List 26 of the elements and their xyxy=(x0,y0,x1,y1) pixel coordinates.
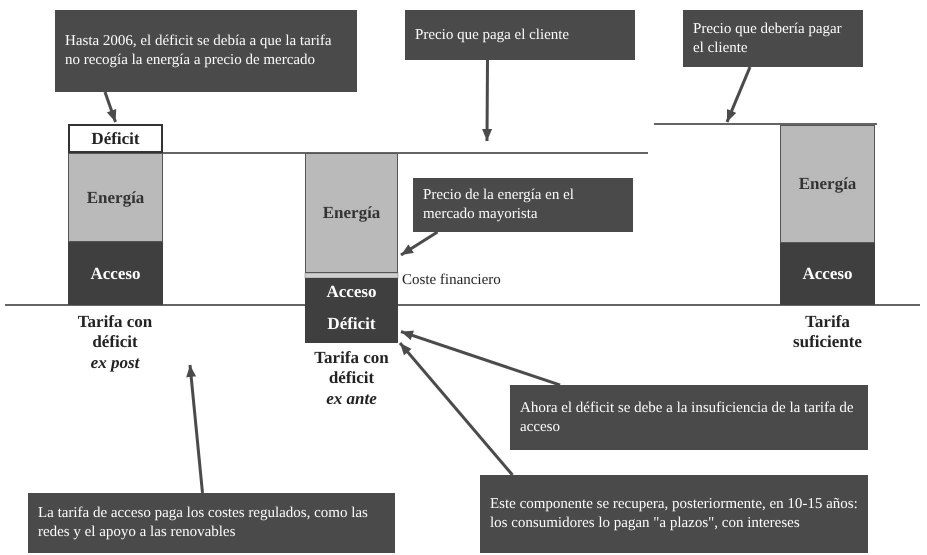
deficit-segment: Déficit xyxy=(68,124,163,153)
callout-box: Ahora el déficit se debe a la insuficiencia de la tarifa de acceso xyxy=(510,385,868,450)
callout-pointer xyxy=(400,330,560,386)
callout-box: La tarifa de acceso paga los costes regulados, como las redes y el apoyo a las renovables xyxy=(28,493,395,553)
bar-caption: Tarifa con déficit ex post xyxy=(76,312,154,374)
callout-pointer xyxy=(104,92,117,122)
access-segment: Acceso xyxy=(68,242,163,305)
energy-segment: Energía xyxy=(305,153,398,273)
callout-box: Precio que paga el cliente xyxy=(405,10,635,60)
callout-pointer xyxy=(482,60,492,142)
callout-box: Precio que debería pagar el cliente xyxy=(683,10,863,67)
callout-box: Este componente se recupera, posteriormente, en 10-15 años: los consumidores lo pagan "a plazos", con intereses xyxy=(480,475,868,553)
callout-pointer xyxy=(398,342,514,476)
callout-box: Precio de la energía en el mercado mayorista xyxy=(413,178,633,232)
access-segment: Acceso xyxy=(305,278,398,305)
callout-pointer xyxy=(400,230,438,256)
energy-segment: Energía xyxy=(780,125,875,243)
callout-box: Hasta 2006, el déficit se debía a que la tarifa no recogía la energía a precio de mercado xyxy=(55,10,357,92)
access-segment: Acceso xyxy=(780,243,875,305)
segment-label: Coste financiero xyxy=(402,271,502,289)
energy-segment: Energía xyxy=(68,153,163,242)
bar-caption: Tarifa suficiente xyxy=(792,312,863,353)
access-segment: Déficit xyxy=(305,305,398,343)
bar-caption: Tarifa con déficit ex ante xyxy=(313,348,390,410)
callout-pointer xyxy=(186,364,204,494)
callout-pointer xyxy=(726,66,752,123)
